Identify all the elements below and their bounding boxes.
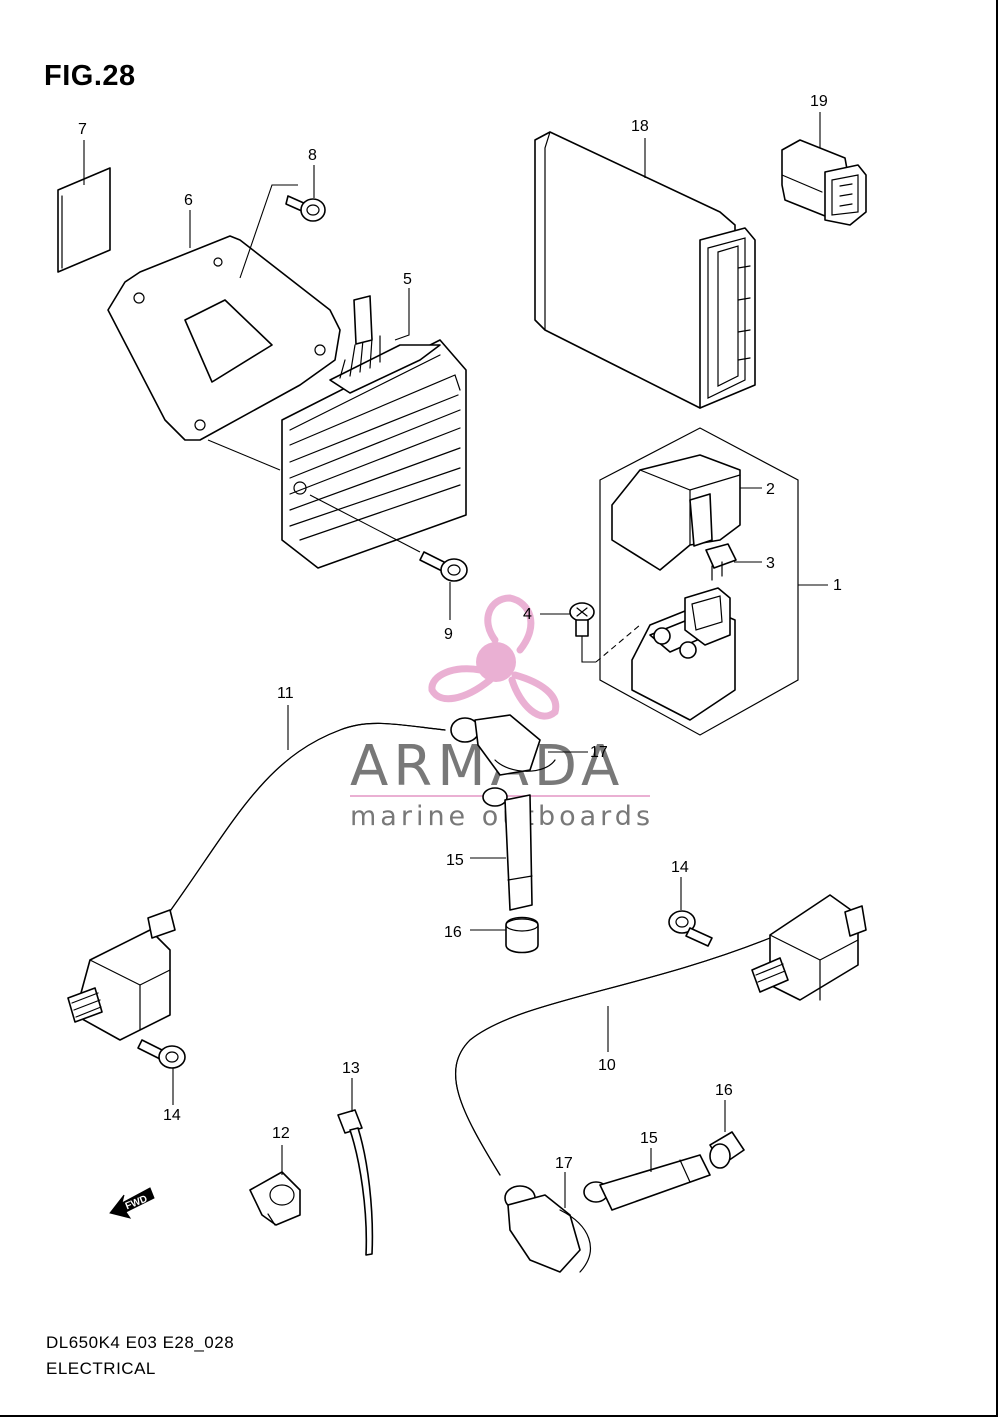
part-18-ecu xyxy=(534,131,756,409)
callout-11: 11 xyxy=(277,685,294,702)
callout-12: 12 xyxy=(272,1125,290,1142)
part-5-regulator xyxy=(281,295,467,569)
part-17-plug-boot-lower xyxy=(504,1185,591,1273)
part-15-plug-cap-lower xyxy=(583,1154,711,1211)
part-3-fuse xyxy=(705,543,737,581)
fwd-label: FWD xyxy=(124,1194,149,1213)
callout-numbers: 7 8 6 5 18 19 2 3 1 4 9 11 17 15 16 14 1… xyxy=(78,93,842,1172)
part-17-plug-boot-upper xyxy=(450,714,556,776)
callout-1: 1 xyxy=(833,577,842,594)
callout-6: 6 xyxy=(184,192,193,209)
forward-arrow-icon: FWD xyxy=(109,1187,155,1219)
watermark-tagline: marine outboards xyxy=(350,801,654,832)
callout-19: 19 xyxy=(810,93,828,110)
callout-16-lower: 16 xyxy=(715,1082,733,1099)
part-2-relay-cover xyxy=(611,454,741,571)
leader-lines xyxy=(83,112,828,1208)
part-4-screw xyxy=(569,602,595,637)
part-13-cable-tie xyxy=(337,1109,374,1256)
callout-13: 13 xyxy=(342,1060,360,1077)
callout-7: 7 xyxy=(78,121,87,138)
part-14-bolt-left xyxy=(137,1039,186,1069)
part-16-seal-lower xyxy=(709,1131,745,1169)
part-8-bolt xyxy=(285,195,326,222)
part-1-relay-assembly xyxy=(599,427,799,736)
callout-3: 3 xyxy=(766,555,775,572)
propeller-hub xyxy=(476,642,516,682)
figure-title: FIG.28 xyxy=(44,60,136,92)
section-name: ELECTRICAL xyxy=(46,1359,156,1378)
callout-15-lower: 15 xyxy=(640,1130,658,1147)
callout-17-upper: 17 xyxy=(590,744,608,761)
part-7-label-sheet xyxy=(57,167,111,273)
part-11-ignition-coil xyxy=(67,722,446,1041)
model-code: DL650K4 E03 E28_028 xyxy=(46,1333,235,1352)
part-14-bolt-right xyxy=(668,910,713,947)
callout-8: 8 xyxy=(308,147,317,164)
callout-2: 2 xyxy=(766,481,775,498)
part-1-relay-body xyxy=(631,587,736,721)
callout-4: 4 xyxy=(523,606,532,623)
part-15-plug-cap-upper xyxy=(482,787,533,911)
callout-18: 18 xyxy=(631,118,649,135)
part-12-clamp xyxy=(249,1171,301,1226)
callout-14-left: 14 xyxy=(163,1107,181,1124)
callout-10: 10 xyxy=(598,1057,616,1074)
propeller-icon xyxy=(428,594,560,720)
callout-5: 5 xyxy=(403,271,412,288)
callout-16-upper: 16 xyxy=(444,924,462,941)
part-19-connector xyxy=(781,139,867,226)
part-16-seal-upper xyxy=(505,916,539,954)
part-6-bracket xyxy=(107,235,341,441)
callout-17-lower: 17 xyxy=(555,1155,573,1172)
callout-9: 9 xyxy=(444,626,453,643)
watermark-logo: ARMADA marine outboards xyxy=(350,594,654,832)
callout-15-upper: 15 xyxy=(446,852,464,869)
part-9-bolt xyxy=(419,551,468,582)
part-10-ignition-coil xyxy=(455,894,867,1176)
callout-14-right: 14 xyxy=(671,859,689,876)
